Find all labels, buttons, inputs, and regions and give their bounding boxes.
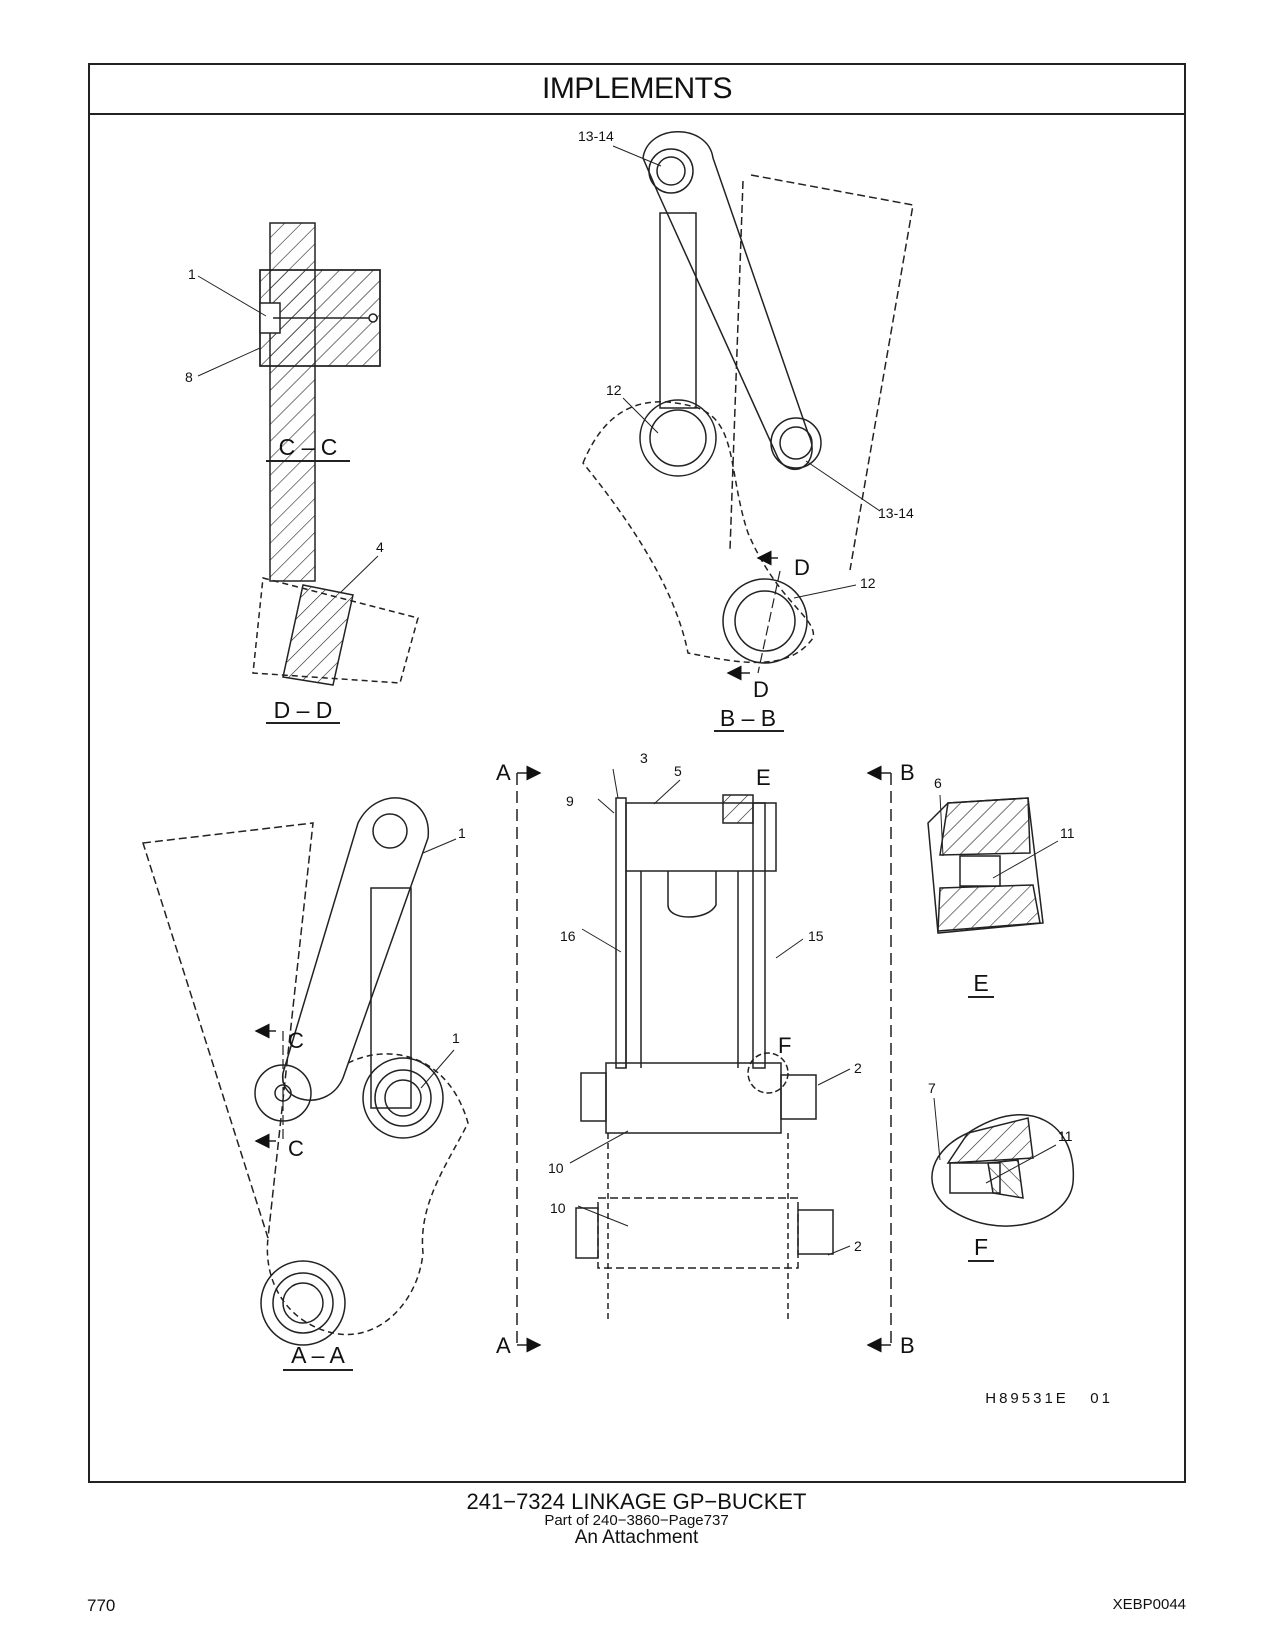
view-cc <box>197 222 381 582</box>
callout-4-dd: 4 <box>376 539 384 555</box>
callout-2-lower: 2 <box>854 1238 862 1254</box>
callout-10-upper: 10 <box>548 1160 564 1176</box>
callout-6: 6 <box>934 775 942 791</box>
callout-9: 9 <box>566 793 574 809</box>
callout-15: 15 <box>808 928 824 944</box>
view-dd-title: D – D <box>274 697 333 723</box>
section-mark-c-bottom: C <box>288 1136 304 1161</box>
section-mark-a-top: A <box>496 760 511 785</box>
section-mark-b-top: B <box>900 760 915 785</box>
callout-1-aa-lower: 1 <box>452 1030 460 1046</box>
callout-12-lower: 12 <box>860 575 876 591</box>
section-mark-c-top: C <box>288 1028 304 1053</box>
view-front <box>516 765 892 1353</box>
section-mark-d-bottom: D <box>753 677 769 702</box>
view-e-title: E <box>973 970 988 996</box>
parts-diagram: 1 8 C – C 4 D – D 13-14 12 13-14 12 D <box>142 128 1113 1407</box>
callout-7: 7 <box>928 1080 936 1096</box>
view-f <box>931 1097 1074 1262</box>
callout-10-lower: 10 <box>550 1200 566 1216</box>
callout-12-upper: 12 <box>606 382 622 398</box>
callout-1-aa-top: 1 <box>458 825 466 841</box>
callout-13-14-right: 13-14 <box>878 505 914 521</box>
section-mark-a-bottom: A <box>496 1333 511 1358</box>
section-mark-d-top: D <box>794 555 810 580</box>
page-title: IMPLEMENTS <box>90 65 1184 115</box>
callout-16: 16 <box>560 928 576 944</box>
view-f-title: F <box>974 1234 988 1260</box>
view-dd <box>252 555 419 724</box>
section-mark-b-bottom: B <box>900 1333 915 1358</box>
callout-11-f: 11 <box>1058 1128 1073 1144</box>
callout-1-cc: 1 <box>188 266 196 282</box>
view-bb-title: B – B <box>720 705 776 731</box>
callout-5: 5 <box>674 763 682 779</box>
caption-title: 241−7324 LINKAGE GP−BUCKET <box>466 1489 807 1514</box>
page-number: 770 <box>87 1596 116 1615</box>
view-cc-title: C – C <box>279 434 338 460</box>
view-bb <box>582 131 914 732</box>
drawing-id: H89531E 01 <box>985 1390 1113 1407</box>
caption-parent-reference: Part of 240−3860−Page737 <box>544 1512 729 1529</box>
document-code: XEBP0044 <box>1112 1596 1186 1613</box>
view-e <box>927 794 1059 998</box>
callout-3: 3 <box>640 750 648 766</box>
callout-2-upper: 2 <box>854 1060 862 1076</box>
detail-mark-f: F <box>778 1033 791 1058</box>
view-aa <box>142 797 469 1371</box>
view-aa-title: A – A <box>291 1342 345 1368</box>
drawing-frame: IMPLEMENTS <box>88 63 1186 1483</box>
detail-mark-e: E <box>756 765 771 790</box>
callout-8-cc: 8 <box>185 369 193 385</box>
callout-11-e: 11 <box>1060 825 1075 841</box>
caption-attachment-note: An Attachment <box>574 1527 699 1548</box>
callout-13-14-top: 13-14 <box>578 128 614 144</box>
